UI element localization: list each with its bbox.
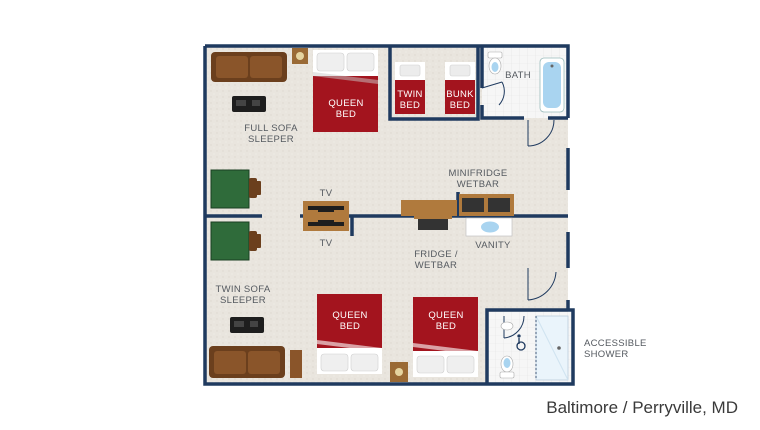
twin-sofa [209,346,285,378]
bath-label: BATH [505,70,531,81]
bunk-bed [445,62,475,114]
queen-bed-left [317,294,382,374]
bathtub [539,57,565,113]
tv-top-label: TV [319,188,333,199]
walls [203,44,575,386]
card-table-top [210,169,261,209]
fridge-label: FRIDGE /WETBAR [414,249,458,271]
toilet-top [487,51,503,75]
tv-bottom-label: TV [319,238,333,249]
twin-bed [395,62,425,114]
tv-console [303,201,349,231]
wetbar-counter [401,194,514,230]
coffee-table-top [232,96,266,112]
card-table-bottom [210,221,261,261]
vanity-label: VANITY [475,240,511,251]
wheelchair-icon [516,334,526,351]
coffee-table-bottom [230,317,264,333]
queen-bed-right [413,297,478,377]
location-caption: Baltimore / Perryville, MD [546,398,738,417]
end-table-bottom [290,350,302,378]
queen-bed-top [313,50,378,132]
full-sofa [211,52,287,82]
toilet-bottom [499,321,515,379]
vanity-sink [465,217,513,237]
shower-stall [535,315,569,381]
